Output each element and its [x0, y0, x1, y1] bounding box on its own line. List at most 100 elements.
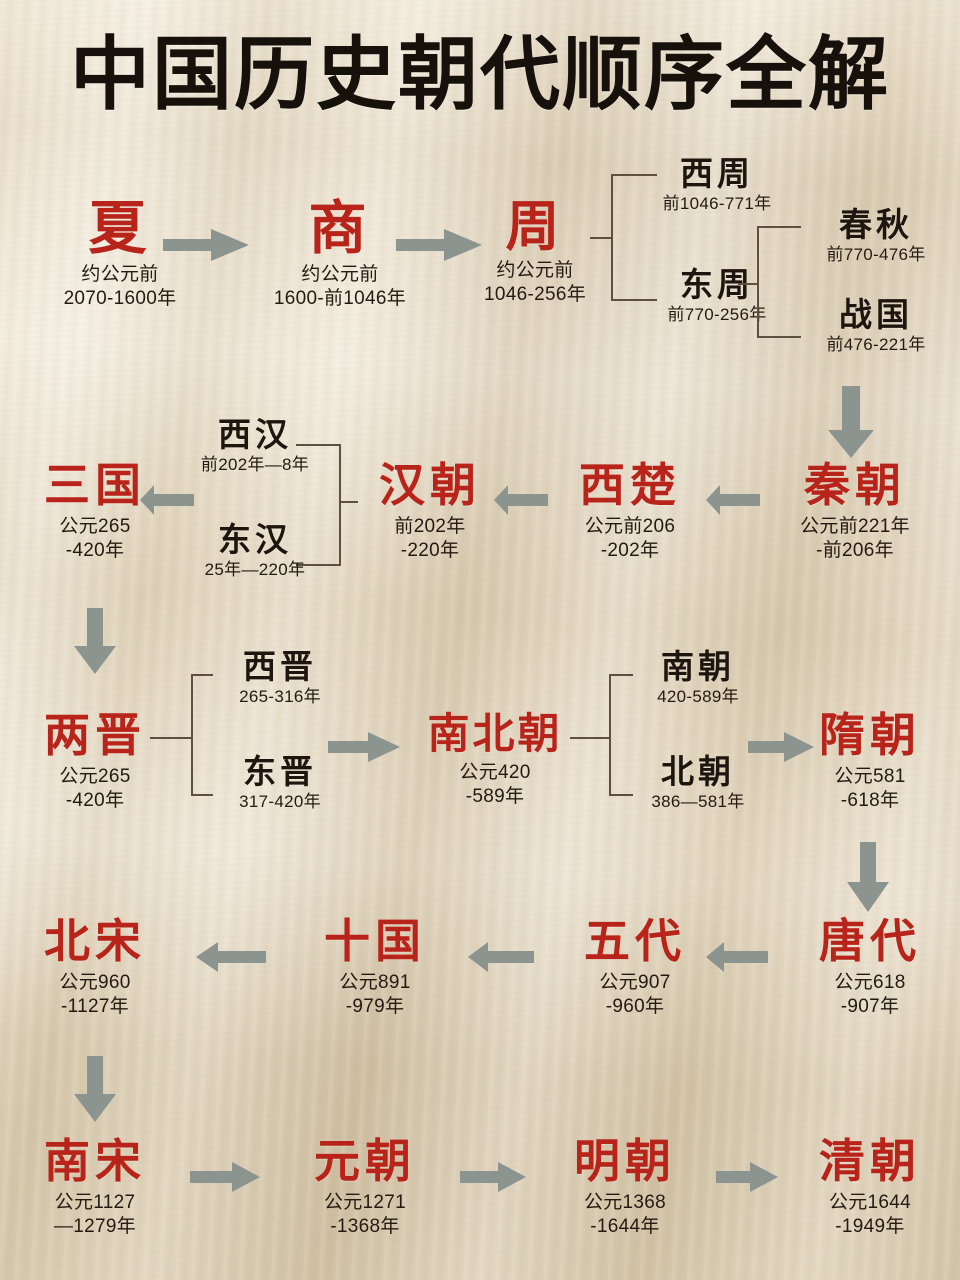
bracket-han-branch — [296, 440, 358, 570]
node-zhanguo-name: 战国 — [839, 295, 913, 334]
node-beichao-dates: 386—581年 — [651, 792, 745, 812]
node-xijin-name: 西晋 — [243, 647, 317, 686]
node-xizhou-name: 西周 — [680, 154, 754, 193]
node-nansong[interactable]: 南宋 公元1127 —1279年 — [10, 1134, 180, 1239]
node-nanchao-dates: 420-589年 — [657, 687, 739, 707]
node-wudai[interactable]: 五代 公元907 -960年 — [550, 914, 720, 1019]
node-qin-dates: 公元前221年 -前206年 — [800, 515, 910, 561]
node-xijin-dates: 265-316年 — [239, 687, 321, 707]
node-shiguo[interactable]: 十国 公元891 -979年 — [290, 914, 460, 1019]
node-xizhou[interactable]: 西周 前1046-771年 — [617, 154, 817, 215]
node-qin-name: 秦朝 — [804, 458, 906, 512]
node-ming-dates: 公元1368 -1644年 — [583, 1191, 667, 1237]
node-xijin[interactable]: 西晋 265-316年 — [190, 647, 370, 708]
node-liangjin[interactable]: 两晋 公元265 -420年 — [10, 708, 180, 813]
node-shang-dates: 约公元前 1600-前1046年 — [273, 264, 407, 310]
arrow-tang-to-wudai — [706, 942, 768, 972]
arrow-shang-to-zhou — [396, 228, 482, 262]
page-title: 中国历史朝代顺序全解 — [70, 27, 890, 121]
node-dongzhou-dates: 前770-256年 — [667, 305, 767, 325]
node-liangjin-name: 两晋 — [44, 708, 146, 762]
node-nanbeichao-dates: 公元420 -589年 — [459, 761, 531, 807]
arrow-xia-to-shang — [163, 228, 249, 262]
arrow-han-to-sanguo — [140, 485, 194, 515]
arrow-beisong-to-nansong — [72, 1056, 118, 1122]
node-zhou-name: 周 — [505, 194, 565, 258]
node-beisong-name: 北宋 — [44, 914, 146, 968]
node-qing-name: 清朝 — [819, 1134, 921, 1188]
node-xia-dates: 约公元前 2070-1600年 — [63, 264, 177, 310]
node-qing[interactable]: 清朝 公元1644 -1949年 — [785, 1134, 955, 1239]
bracket-dongzhou-branch — [738, 222, 804, 342]
arrow-shiguo-to-beisong — [196, 942, 266, 972]
bracket-liangjin-branch — [150, 670, 216, 800]
node-zhanguo[interactable]: 战国 前476-221年 — [786, 295, 960, 356]
node-dongjin-dates: 317-420年 — [239, 792, 321, 812]
arrow-nanbeichao-to-sui — [748, 732, 814, 762]
node-ming-name: 明朝 — [574, 1134, 676, 1188]
node-xia-name: 夏 — [88, 194, 152, 262]
node-han[interactable]: 汉朝 前202年 -220年 — [345, 458, 515, 563]
node-xichu[interactable]: 西楚 公元前206 -202年 — [540, 458, 720, 563]
arrow-sanguo-to-liangjin — [72, 608, 118, 674]
node-tang[interactable]: 唐代 公元618 -907年 — [785, 914, 955, 1019]
node-han-name: 汉朝 — [379, 458, 481, 512]
node-zhou[interactable]: 周 约公元前 1046-256年 — [455, 198, 615, 307]
node-xichu-name: 西楚 — [579, 458, 681, 512]
node-beichao[interactable]: 北朝 386—581年 — [608, 752, 788, 813]
node-xihan[interactable]: 西汉 前202年—8年 — [160, 415, 350, 476]
node-chunqiu[interactable]: 春秋 前770-476年 — [786, 207, 960, 266]
arrow-wudai-to-shiguo — [468, 942, 534, 972]
node-nanbeichao[interactable]: 南北朝 公元420 -589年 — [400, 712, 590, 809]
node-shang[interactable]: 商 约公元前 1600-前1046年 — [250, 198, 430, 311]
node-chunqiu-dates: 前770-476年 — [826, 245, 926, 265]
arrow-ming-to-qing — [716, 1162, 778, 1192]
node-dongjin[interactable]: 东晋 317-420年 — [190, 752, 370, 813]
node-sui-dates: 公元581 -618年 — [834, 765, 906, 811]
node-yuan-name: 元朝 — [314, 1134, 416, 1188]
arrow-nansong-to-yuan — [190, 1162, 260, 1192]
node-qing-dates: 公元1644 -1949年 — [828, 1191, 912, 1237]
arrow-yuan-to-ming — [460, 1162, 526, 1192]
node-shiguo-dates: 公元891 -979年 — [339, 971, 411, 1017]
arrow-xichu-to-han — [494, 485, 548, 515]
node-ming[interactable]: 明朝 公元1368 -1644年 — [540, 1134, 710, 1239]
node-xia[interactable]: 夏 约公元前 2070-1600年 — [30, 198, 210, 311]
node-xihan-dates: 前202年—8年 — [200, 455, 310, 475]
node-shiguo-name: 十国 — [324, 914, 426, 968]
node-nanchao[interactable]: 南朝 420-589年 — [608, 649, 788, 708]
node-xichu-dates: 公元前206 -202年 — [584, 515, 676, 561]
node-zhou-dates: 约公元前 1046-256年 — [484, 260, 586, 306]
arrow-sui-to-tang — [845, 842, 891, 912]
node-qin[interactable]: 秦朝 公元前221年 -前206年 — [760, 458, 950, 563]
node-wudai-dates: 公元907 -960年 — [599, 971, 671, 1017]
node-wudai-name: 五代 — [584, 914, 686, 968]
node-donghan[interactable]: 东汉 25年—220年 — [160, 520, 350, 581]
node-yuan-dates: 公元1271 -1368年 — [323, 1191, 407, 1237]
node-donghan-dates: 25年—220年 — [204, 560, 306, 580]
node-nanbeichao-name: 南北朝 — [427, 709, 563, 758]
node-tang-name: 唐代 — [819, 914, 921, 968]
arrow-qin-to-xichu — [706, 485, 760, 515]
node-beichao-name: 北朝 — [661, 752, 735, 791]
node-liangjin-dates: 公元265 -420年 — [59, 765, 131, 811]
node-xihan-name: 西汉 — [218, 415, 292, 454]
node-dongzhou[interactable]: 东周 前770-256年 — [617, 267, 817, 326]
node-han-dates: 前202年 -220年 — [394, 515, 466, 561]
node-sui-name: 隋朝 — [819, 708, 921, 762]
node-yuan[interactable]: 元朝 公元1271 -1368年 — [280, 1134, 450, 1239]
node-beisong-dates: 公元960 -1127年 — [59, 971, 131, 1017]
node-nansong-name: 南宋 — [44, 1134, 146, 1188]
node-zhanguo-dates: 前476-221年 — [826, 335, 926, 355]
node-sui[interactable]: 隋朝 公元581 -618年 — [790, 708, 950, 813]
node-donghan-name: 东汉 — [218, 520, 292, 559]
node-xizhou-dates: 前1046-771年 — [662, 194, 772, 214]
arrow-liangjin-to-nanbeichao — [328, 732, 400, 762]
node-beisong[interactable]: 北宋 公元960 -1127年 — [10, 914, 180, 1019]
node-sanguo-dates: 公元265 -420年 — [59, 515, 131, 561]
arrow-zhanguo-to-qin — [826, 386, 876, 458]
node-dongjin-name: 东晋 — [243, 752, 317, 791]
bracket-nanbeichao-branch — [570, 670, 636, 800]
node-sanguo[interactable]: 三国 公元265 -420年 — [10, 461, 180, 563]
